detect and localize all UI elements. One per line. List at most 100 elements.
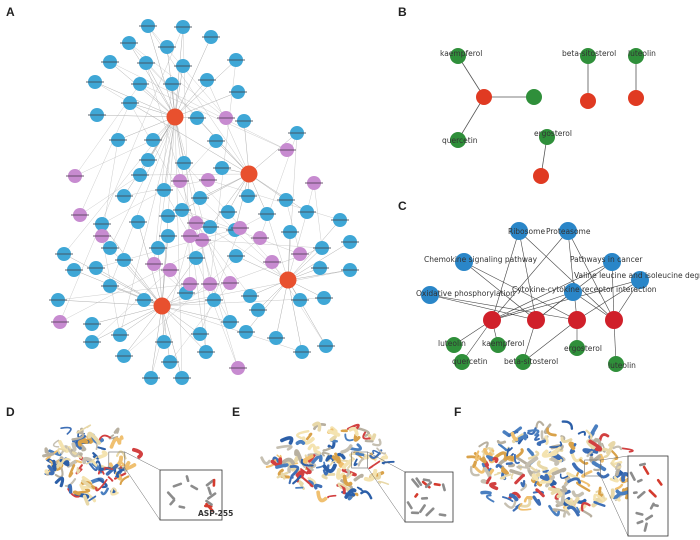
mirna-node-label [221, 321, 239, 323]
protein-ribbon [542, 469, 549, 473]
protein-ribbon [601, 442, 606, 453]
protein-ribbon [546, 427, 557, 437]
protein-ribbon [612, 445, 623, 451]
pathway-node [455, 253, 473, 271]
protein-ribbon [571, 490, 585, 498]
protein-ribbon [615, 489, 630, 496]
protein-ribbon [503, 455, 515, 462]
edge [161, 305, 231, 323]
protein-ribbon [541, 449, 558, 458]
protein-ribbon [329, 435, 337, 442]
protein-ribbon [311, 454, 323, 464]
edge [576, 279, 641, 321]
protein-ribbon [527, 450, 540, 460]
mirna-node-label [101, 61, 119, 63]
lncrna-node [173, 174, 187, 188]
protein-ribbon [567, 505, 580, 517]
mirna-node [283, 225, 297, 239]
mirna-node-label [137, 62, 155, 64]
protein-ribbon [534, 434, 540, 441]
mirna-node [251, 303, 265, 317]
protein-ribbon [498, 443, 508, 452]
protein-ribbon [276, 454, 282, 459]
edge [161, 299, 215, 307]
ligand-stick [415, 477, 423, 487]
protein-ribbon [485, 455, 494, 462]
edge [169, 282, 231, 363]
lncrna-node-label [278, 149, 296, 151]
ligand-stick [649, 502, 655, 510]
lncrna-node [53, 315, 67, 329]
mirna-node-label [219, 211, 237, 213]
protein-ribbon [71, 432, 85, 441]
mirna-node [189, 251, 203, 265]
protein-ribbon [531, 473, 539, 482]
mirna-node [95, 217, 109, 231]
edge [196, 117, 250, 175]
protein-ribbon [362, 431, 371, 440]
protein-ribbon [474, 450, 482, 461]
protein-ribbon [296, 430, 310, 440]
mirna-node-label [144, 139, 162, 141]
protein-ribbon [547, 486, 563, 499]
protein-ribbon [596, 471, 610, 479]
edge [287, 279, 303, 353]
mirna-node-label [293, 351, 311, 353]
ligand-stick [204, 504, 213, 508]
edge [96, 114, 176, 118]
binding-site-box [108, 451, 126, 469]
protein-ribbon [536, 460, 548, 471]
lncrna-node [68, 169, 82, 183]
mirna-node-label [227, 59, 245, 61]
mirna-node-label [88, 114, 106, 116]
pathway-node [559, 222, 577, 240]
mirna-node-label [205, 299, 223, 301]
panel-label-b: B [398, 5, 407, 19]
protein-ribbon [585, 429, 593, 440]
mirna-node [90, 108, 104, 122]
mirna-node-label [311, 267, 329, 269]
protein-ribbon [485, 476, 492, 485]
edge [91, 269, 171, 343]
mirna-node [343, 263, 357, 277]
protein-ribbon [478, 441, 489, 449]
lncrna-node [265, 255, 279, 269]
edge [101, 223, 163, 307]
protein-ribbon [301, 454, 314, 464]
protein-ribbon [292, 475, 302, 485]
ligand-stick [166, 491, 176, 501]
mirna-node-label [187, 257, 205, 259]
edge [157, 247, 163, 307]
mirna-node [144, 371, 158, 385]
edge [157, 116, 176, 249]
lncrna-node-label [305, 182, 323, 184]
protein-ribbon [588, 439, 603, 452]
protein-ribbon [98, 450, 108, 459]
protein-ribbon [322, 463, 337, 474]
ligand-stick [643, 522, 648, 532]
mirna-node-label [298, 211, 316, 213]
mirna-node-label [281, 231, 299, 233]
mirna-node [333, 213, 347, 227]
protein-ribbon [516, 465, 528, 470]
edge [234, 173, 250, 231]
mirna-node-label [155, 341, 173, 343]
protein-ribbon [113, 427, 120, 434]
target-node [568, 311, 586, 329]
protein-ribbon [510, 431, 519, 442]
edge [123, 305, 163, 357]
edge [129, 102, 250, 175]
mirna-node [237, 114, 251, 128]
protein-ribbon [523, 496, 533, 503]
ingredient-node [526, 89, 542, 105]
edge [174, 26, 184, 118]
lncrna-node-label [187, 222, 205, 224]
panel-a-network [49, 19, 359, 385]
protein-ribbon [559, 473, 569, 479]
mirna-node [57, 247, 71, 261]
mirna-node [122, 36, 136, 50]
protein-ribbon [593, 500, 606, 507]
lncrna-node [223, 276, 237, 290]
